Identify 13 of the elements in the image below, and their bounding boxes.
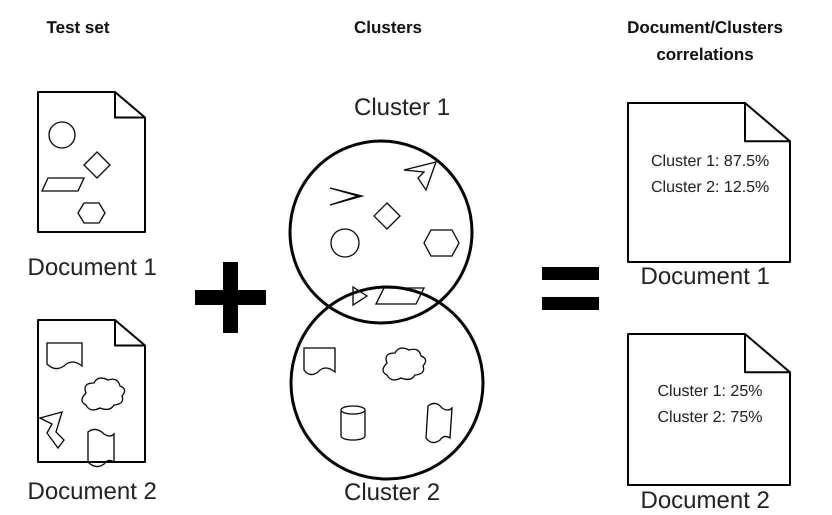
document-caption: Document 1	[640, 263, 770, 291]
document-caption: Document 2	[28, 478, 157, 506]
percentage-text: Cluster 2: 12.5%	[651, 179, 770, 197]
document-caption: Document 1	[28, 254, 157, 282]
column-heading: Test set	[46, 17, 110, 39]
cluster-label: Cluster 2	[344, 479, 440, 507]
column-heading: Document/Clusters correlations	[626, 17, 784, 66]
cluster-label: Cluster 1	[354, 94, 450, 122]
percentage-text: Cluster 1: 87.5%	[651, 153, 770, 171]
column-heading: Clusters	[352, 17, 424, 39]
percentage-text: Cluster 1: 25%	[658, 383, 762, 401]
percentage-text: Cluster 2: 75%	[658, 409, 762, 427]
document-caption: Document 2	[640, 487, 770, 515]
